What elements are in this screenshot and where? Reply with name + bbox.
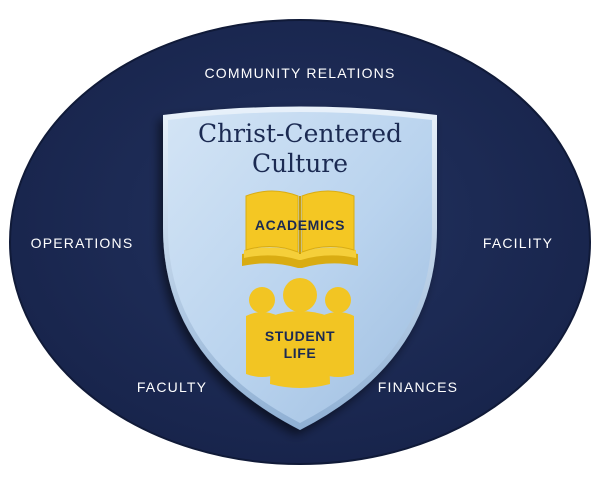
shield-title-line1: Christ-Centered bbox=[198, 119, 402, 148]
label-operations: OPERATIONS bbox=[31, 235, 134, 251]
label-facility: FACILITY bbox=[483, 235, 553, 251]
people-group-icon bbox=[246, 278, 354, 388]
shield-title-line2: Culture bbox=[252, 149, 348, 178]
label-faculty: FACULTY bbox=[137, 379, 207, 395]
open-book-icon bbox=[242, 190, 358, 268]
student-life-label-line1: STUDENT bbox=[265, 328, 335, 344]
academics-label: ACADEMICS bbox=[255, 217, 345, 233]
shield bbox=[163, 106, 437, 430]
label-community-relations: COMMUNITY RELATIONS bbox=[204, 65, 395, 81]
label-finances: FINANCES bbox=[378, 379, 458, 395]
student-life-label-line2: LIFE bbox=[284, 345, 317, 361]
